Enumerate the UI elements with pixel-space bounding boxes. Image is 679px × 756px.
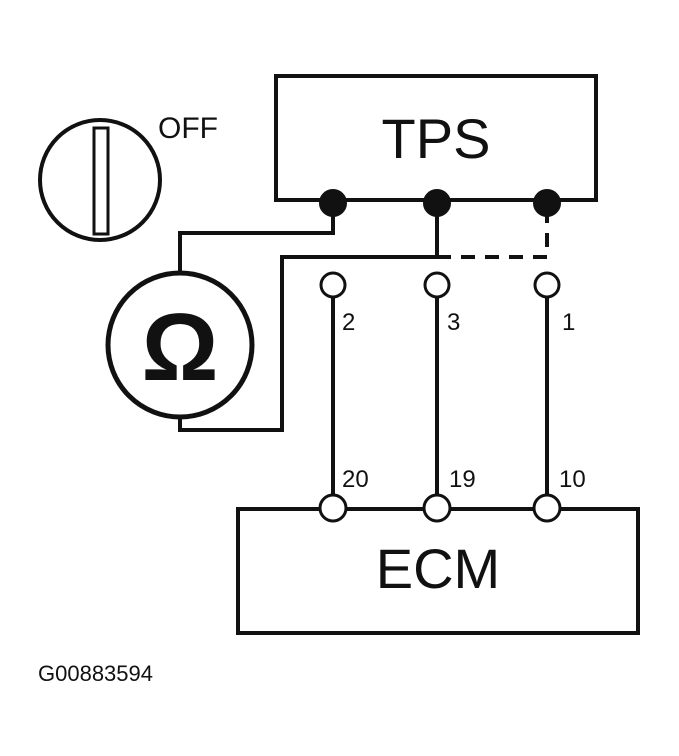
- tps-terminal-right: [533, 189, 561, 217]
- connector-pins: 2 3 1: [319, 271, 575, 336]
- ignition-key-slot-icon: [92, 126, 110, 236]
- ecm-component: ECM: [236, 507, 640, 635]
- ecm-pin-20-label: 20: [342, 466, 369, 493]
- ecm-pin-20: [318, 493, 348, 523]
- figure-id: G00883594: [38, 661, 153, 686]
- tps-terminal-middle: [423, 189, 451, 217]
- tps-terminal-left: [319, 189, 347, 217]
- meter-lead-to-tps-terminal: [178, 203, 335, 273]
- connector-pin-1-label: 1: [562, 309, 575, 336]
- ecm-pin-10-label: 10: [559, 466, 586, 493]
- wiring: [178, 203, 549, 496]
- ecm-pin-19-label: 19: [449, 466, 476, 493]
- meter-lead-to-tps-middle-terminal: [178, 203, 439, 432]
- tps-box: [274, 74, 598, 202]
- ignition-switch: OFF: [38, 112, 218, 242]
- connector-pin-3-label: 3: [447, 309, 460, 336]
- tps-component: TPS: [274, 74, 598, 202]
- ecm-pins: 20 19 10: [318, 466, 586, 523]
- connector-pin-3: [423, 271, 451, 299]
- ecm-label: ECM: [376, 537, 500, 600]
- switch-state-label: OFF: [158, 112, 218, 145]
- ohm-symbol-icon: Ω: [142, 294, 219, 401]
- connector-pin-2-label: 2: [342, 309, 355, 336]
- ohmmeter: Ω: [105, 270, 255, 420]
- ecm-pin-10: [532, 493, 562, 523]
- tps-terminals: [319, 189, 561, 217]
- connector-pin-1: [533, 271, 561, 299]
- connector-pin-2: [319, 271, 347, 299]
- ecm-pin-19: [422, 493, 452, 523]
- tps-label: TPS: [382, 107, 491, 170]
- tps-jumper-dashed: [437, 203, 549, 259]
